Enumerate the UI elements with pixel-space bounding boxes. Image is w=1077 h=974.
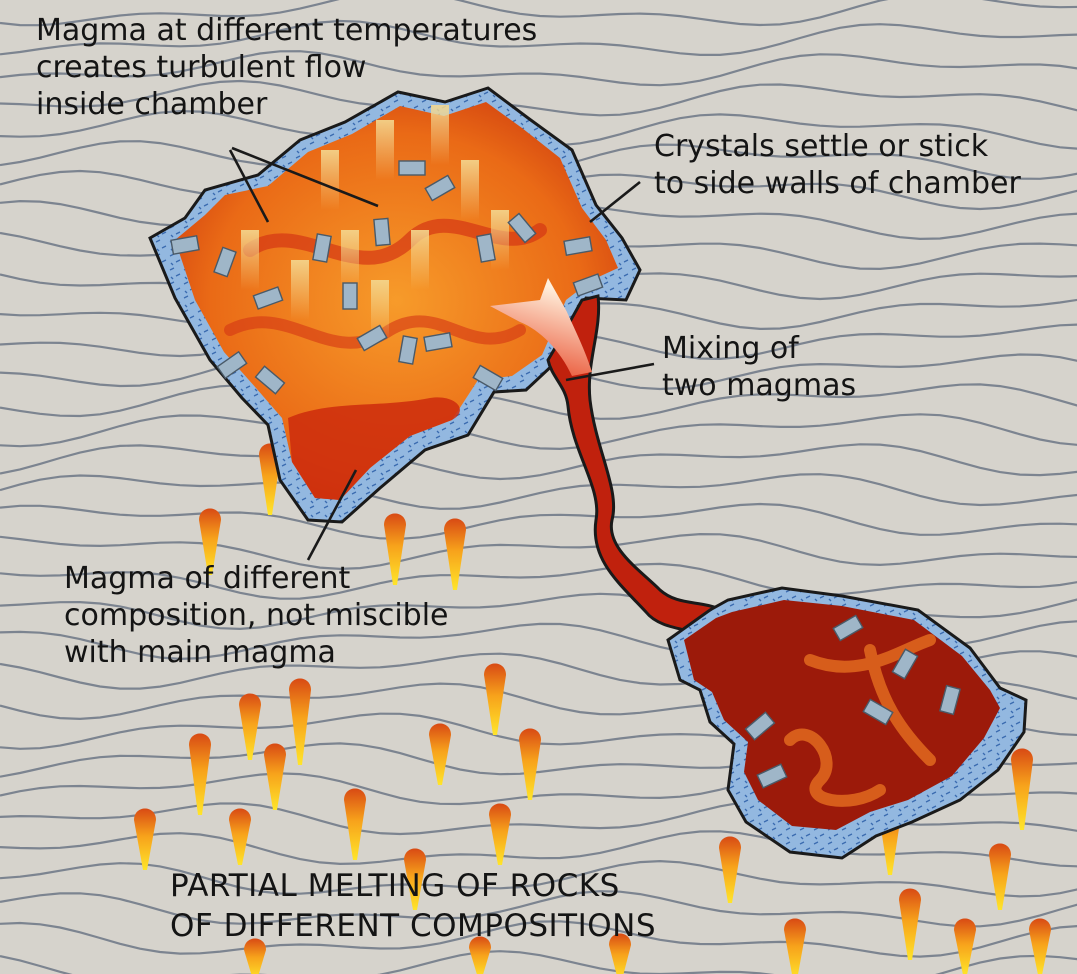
label-immiscible-line-2: composition, not miscible xyxy=(64,597,449,634)
label-mixing-line-1: Mixing of xyxy=(662,330,856,367)
crystal xyxy=(374,218,390,245)
label-turbulent-flow: Magma at different temperatures creates … xyxy=(36,12,537,123)
label-immiscible-magma: Magma of different composition, not misc… xyxy=(64,560,449,671)
crystal-plume xyxy=(241,230,259,290)
crystal-plume xyxy=(291,260,309,320)
label-immiscible-line-3: with main magma xyxy=(64,634,449,671)
crystal xyxy=(399,161,425,175)
crystal-plume xyxy=(376,120,394,180)
label-immiscible-line-1: Magma of different xyxy=(64,560,449,597)
crystal-plume xyxy=(491,210,509,270)
crystal-plume xyxy=(321,150,339,210)
crystal-plume xyxy=(411,230,429,290)
crystal xyxy=(343,283,357,309)
crystal-plume xyxy=(461,160,479,220)
caption-line-2: OF DIFFERENT COMPOSITIONS xyxy=(170,906,656,946)
crystal-plume xyxy=(341,230,359,290)
label-crystals-line-2: to side walls of chamber xyxy=(654,165,1021,202)
caption-partial-melting: PARTIAL MELTING OF ROCKS OF DIFFERENT CO… xyxy=(170,866,656,946)
label-mixing: Mixing of two magmas xyxy=(662,330,856,404)
label-crystals-settle: Crystals settle or stick to side walls o… xyxy=(654,128,1021,202)
label-mixing-line-2: two magmas xyxy=(662,367,856,404)
label-turbulent-line-2: creates turbulent flow xyxy=(36,49,537,86)
label-turbulent-line-3: inside chamber xyxy=(36,86,537,123)
caption-line-1: PARTIAL MELTING OF ROCKS xyxy=(170,866,656,906)
label-turbulent-line-1: Magma at different temperatures xyxy=(36,12,537,49)
label-crystals-line-1: Crystals settle or stick xyxy=(654,128,1021,165)
